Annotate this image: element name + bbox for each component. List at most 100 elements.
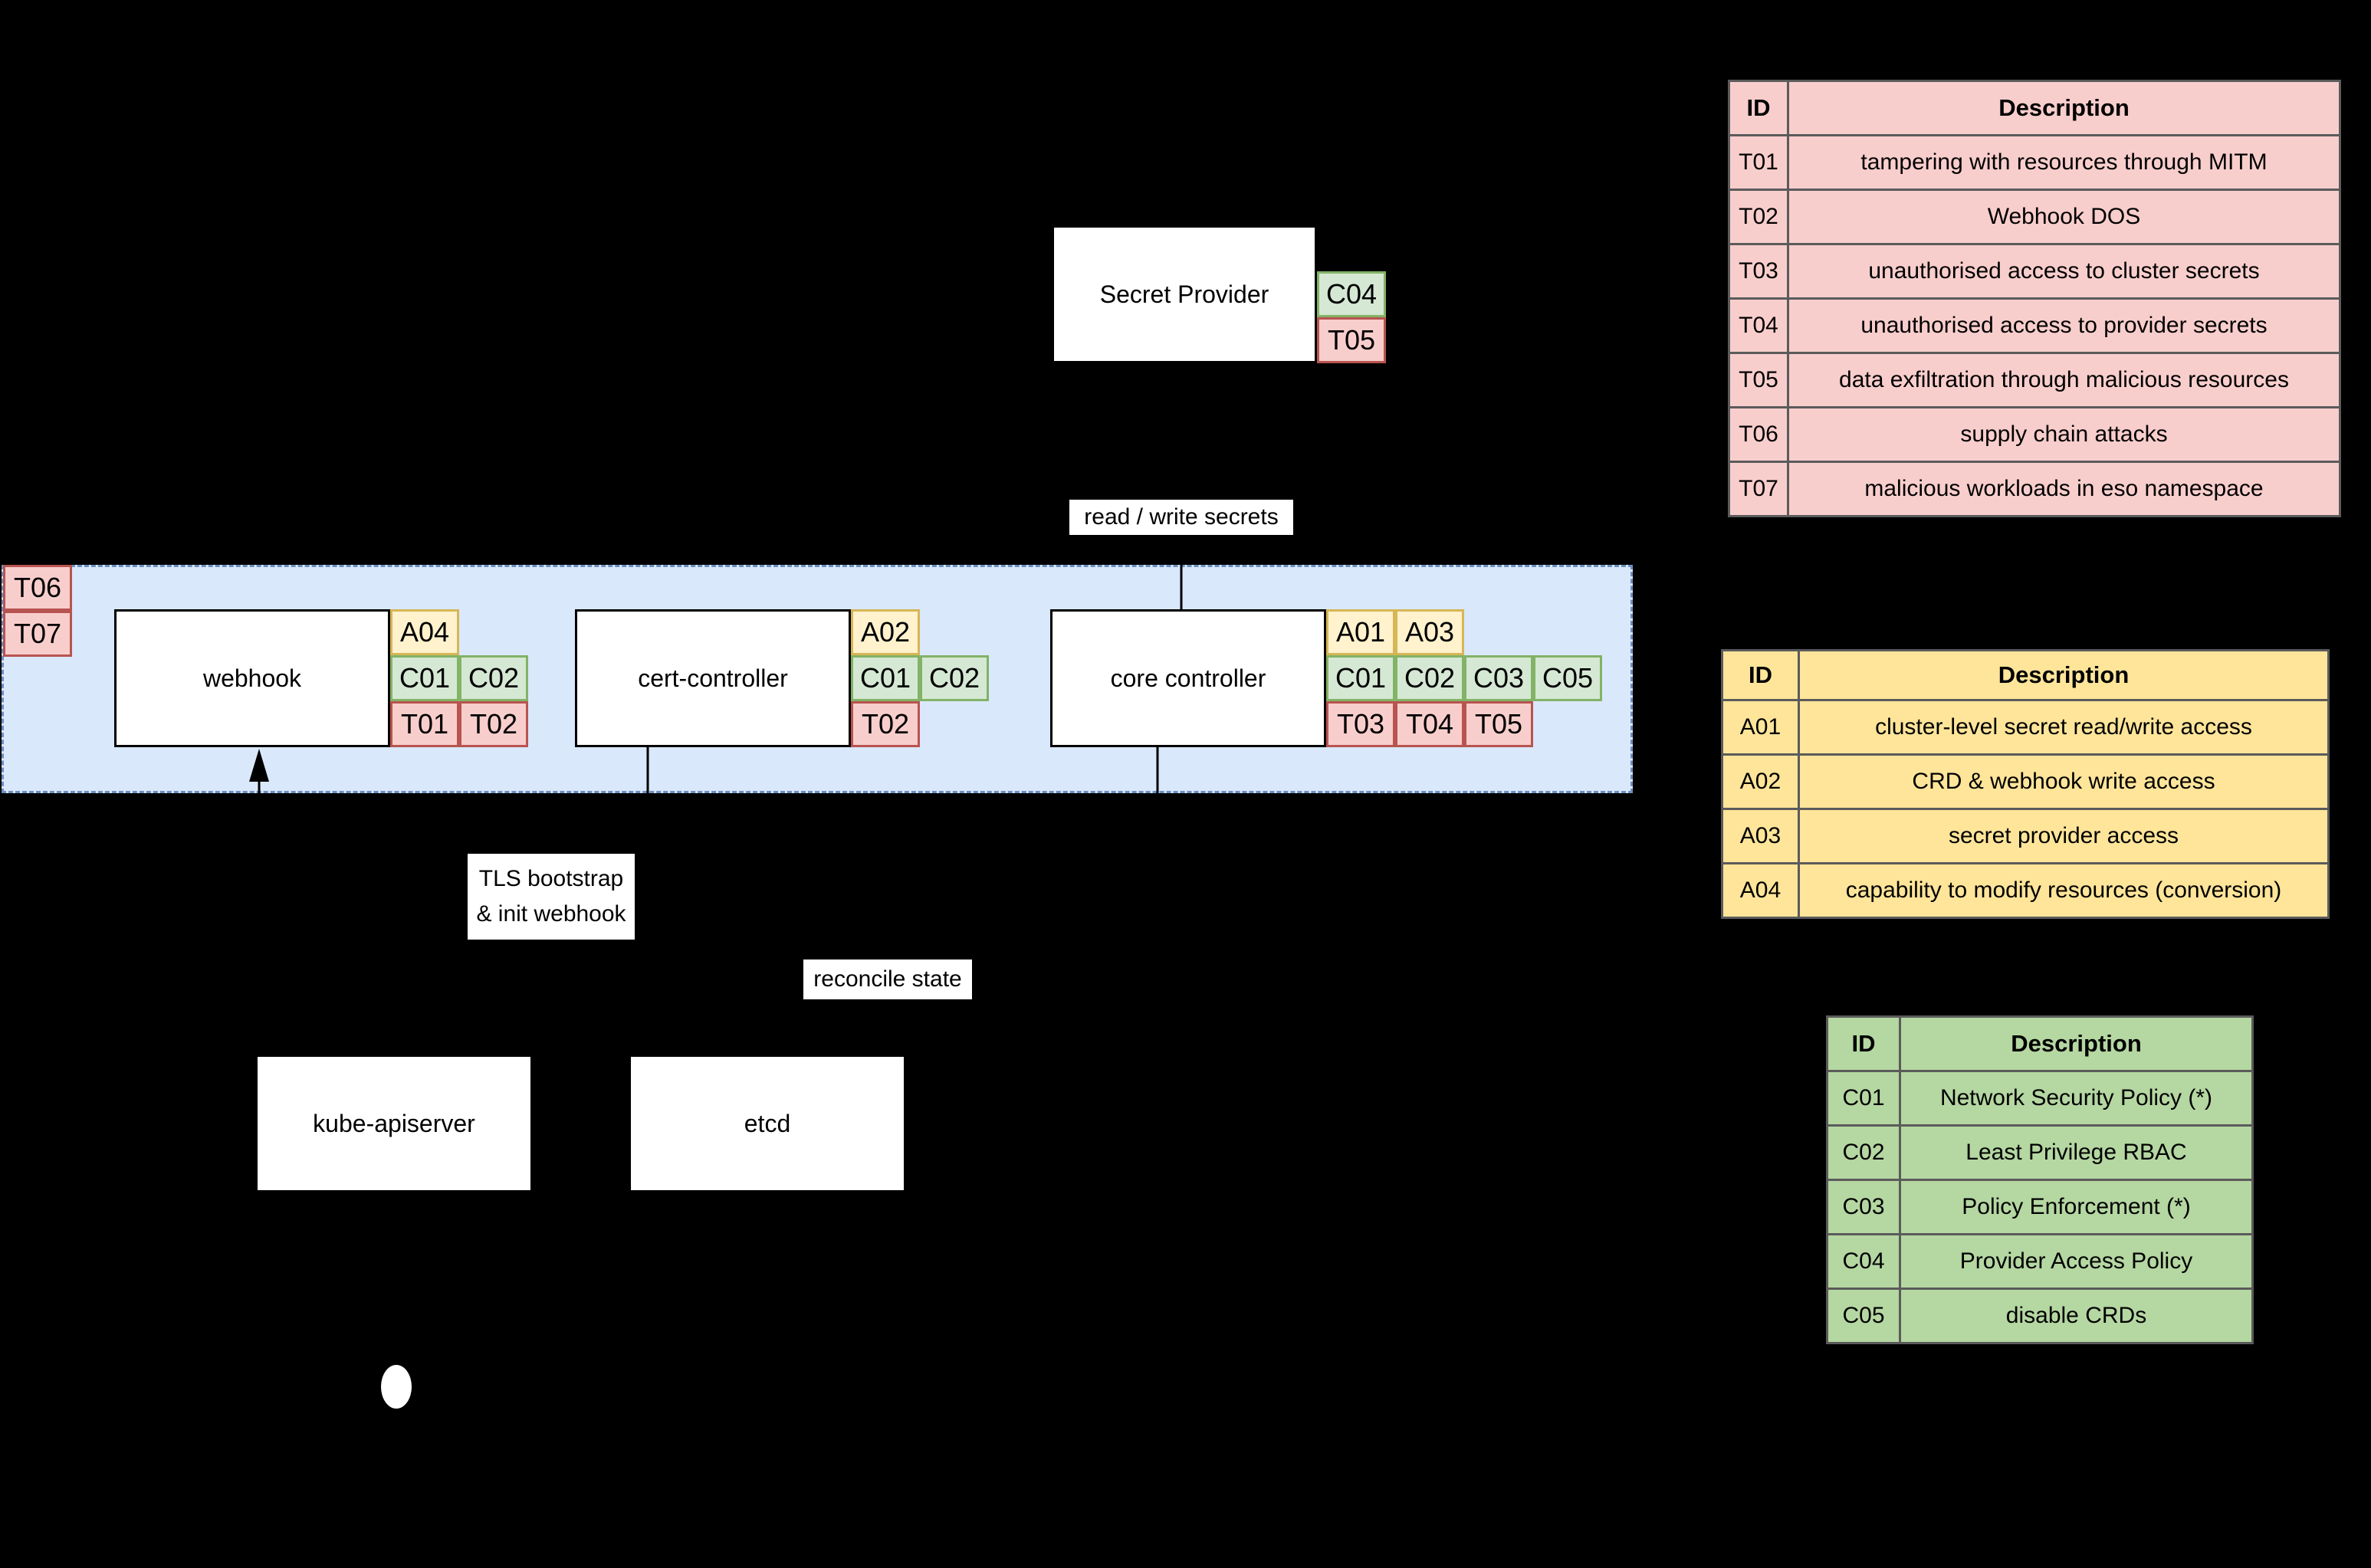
badge-C01: C01	[1326, 655, 1395, 701]
badge-A02: A02	[851, 609, 920, 655]
table-cell: unauthorised access to cluster secrets	[1787, 243, 2341, 300]
table-cell: data exfiltration through malicious reso…	[1787, 352, 2341, 408]
table-cell: A04	[1721, 862, 1800, 919]
badge-C05: C05	[1533, 655, 1602, 701]
table-cell: A02	[1721, 753, 1800, 810]
node-core-controller: core controller	[1050, 609, 1326, 747]
table-cell: A01	[1721, 699, 1800, 756]
badge-A04: A04	[390, 609, 459, 655]
edge-label-text: read / write secrets	[1084, 504, 1279, 530]
column-header: Description	[1787, 80, 2341, 136]
column-header: Description	[1899, 1015, 2254, 1072]
badge-C02: C02	[459, 655, 528, 701]
node-label: kube-apiserver	[313, 1109, 475, 1137]
node-label: Secret Provider	[1099, 280, 1269, 308]
badge-C03: C03	[1464, 655, 1533, 701]
node-label: cert-controller	[638, 664, 788, 692]
table-cell: tampering with resources through MITM	[1787, 134, 2341, 191]
table-cell: C04	[1826, 1233, 1901, 1290]
badge-row: T07	[3, 611, 72, 657]
node-label: webhook	[202, 664, 302, 692]
table-cell: T07	[1728, 461, 1789, 517]
badge-T06: T06	[3, 565, 72, 611]
node-cert-controller: cert-controller	[575, 609, 851, 747]
table-cell: T01	[1728, 134, 1789, 191]
table-cell: disable CRDs	[1899, 1288, 2254, 1344]
table-cell: T06	[1728, 406, 1789, 463]
table-cell: Policy Enforcement (*)	[1899, 1179, 2254, 1235]
table-cell: T05	[1728, 352, 1789, 408]
badge-row: T05	[1317, 317, 1386, 363]
badge-C01: C01	[851, 655, 920, 701]
node-etcd: etcd	[629, 1055, 906, 1192]
table-cell: C02	[1826, 1124, 1901, 1181]
table-cell: cluster-level secret read/write access	[1798, 699, 2330, 756]
badge-C01: C01	[390, 655, 459, 701]
edge-label-text: & init webhook	[476, 901, 626, 927]
column-header: Description	[1798, 649, 2330, 701]
badge-C02: C02	[1395, 655, 1464, 701]
badge-T05: T05	[1317, 317, 1386, 363]
table-cell: Network Security Policy (*)	[1899, 1070, 2254, 1127]
badge-T02: T02	[851, 701, 920, 747]
badge-T04: T04	[1395, 701, 1464, 747]
table-cell: C03	[1826, 1179, 1901, 1235]
node-label: core controller	[1110, 664, 1266, 692]
badge-row: C04	[1317, 271, 1386, 317]
node-label: etcd	[744, 1109, 791, 1137]
column-header: ID	[1721, 649, 1800, 701]
table-cell: T04	[1728, 297, 1789, 354]
badge-T03: T03	[1326, 701, 1395, 747]
badge-A03: A03	[1395, 609, 1464, 655]
badge-row: T06	[3, 565, 72, 611]
table-cell: Webhook DOS	[1787, 189, 2341, 245]
table-cell: T03	[1728, 243, 1789, 300]
table-cell: secret provider access	[1798, 808, 2330, 864]
badge-T07: T07	[3, 611, 72, 657]
table-cell: C01	[1826, 1070, 1901, 1127]
table-cell: unauthorised access to provider secrets	[1787, 297, 2341, 354]
table-cell: malicious workloads in eso namespace	[1787, 461, 2341, 517]
badge-A01: A01	[1326, 609, 1395, 655]
node-kube-apiserver: kube-apiserver	[255, 1055, 533, 1192]
table-cell: Provider Access Policy	[1899, 1233, 2254, 1290]
table-cell: capability to modify resources (conversi…	[1798, 862, 2330, 919]
edge-label-text: reconcile state	[813, 966, 962, 992]
badge-T05: T05	[1464, 701, 1533, 747]
edge-label-read-write-secrets: read / write secrets	[1069, 500, 1293, 535]
node-webhook: webhook	[114, 609, 390, 747]
badge-row: A02	[851, 609, 989, 655]
table-cell: C05	[1826, 1288, 1901, 1344]
table-cell: A03	[1721, 808, 1800, 864]
actor-head-dot	[381, 1365, 412, 1409]
badge-C04: C04	[1317, 271, 1386, 317]
